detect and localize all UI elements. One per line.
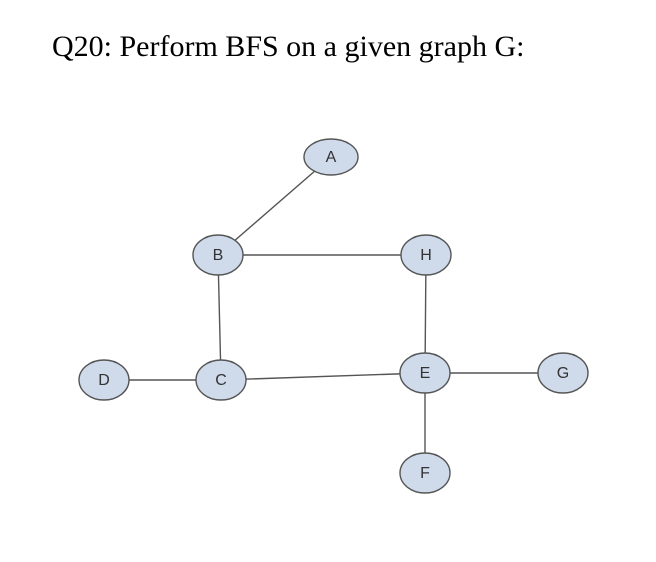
graph-nodes: A B H D C E G F — [78, 138, 589, 494]
graph-edges — [104, 156, 563, 473]
node-b-label: B — [213, 247, 224, 264]
node-g: G — [537, 352, 589, 394]
question-title: Q20: Perform BFS on a given graph G: — [52, 30, 525, 63]
node-h: H — [400, 234, 452, 276]
node-f: F — [399, 452, 451, 494]
node-e: E — [399, 352, 451, 394]
node-h-circle — [400, 234, 452, 276]
node-c-label: C — [215, 372, 227, 389]
node-g-circle — [537, 352, 589, 394]
node-b: B — [192, 234, 244, 276]
node-a-label: A — [326, 149, 337, 166]
edge-c-e — [220, 372, 426, 381]
node-e-label: E — [420, 365, 431, 382]
edge-a-b — [217, 156, 332, 256]
node-a: A — [303, 138, 359, 176]
node-b-circle — [192, 234, 244, 276]
node-f-label: F — [420, 465, 430, 482]
node-d-circle — [78, 359, 130, 401]
node-g-label: G — [557, 365, 569, 382]
edge-b-c — [217, 254, 222, 381]
node-a-circle — [303, 138, 359, 176]
node-d: D — [78, 359, 130, 401]
node-h-label: H — [420, 247, 432, 264]
node-c: C — [195, 359, 247, 401]
node-f-circle — [399, 452, 451, 494]
node-d-label: D — [98, 372, 110, 389]
node-c-circle — [195, 359, 247, 401]
node-e-circle — [399, 352, 451, 394]
